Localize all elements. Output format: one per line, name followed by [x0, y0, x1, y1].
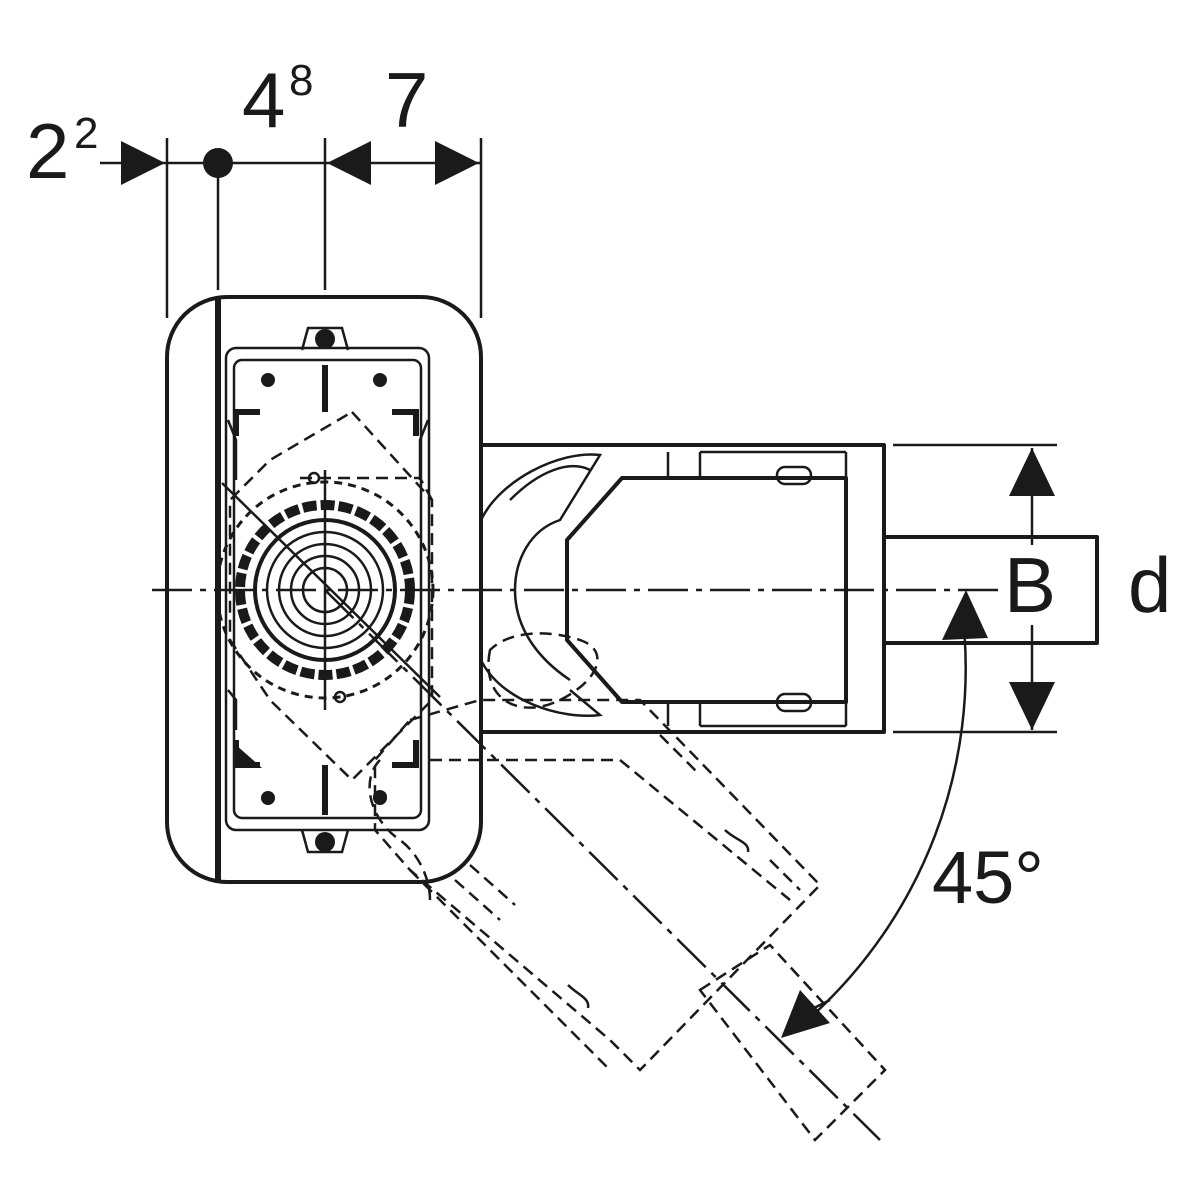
alt-pipe-dashed-inner-top [430, 758, 791, 901]
alt-pipe-clip-2 [567, 984, 590, 1009]
alt-pipe-joint-4 [769, 859, 801, 891]
bracket-tl [233, 409, 260, 436]
horizontal-pipe-unit [479, 443, 886, 734]
alt-pipe-dashed-body [373, 698, 822, 1072]
angle-arc [811, 617, 967, 1017]
dim-depth-label: 7 [385, 56, 428, 144]
dimension-dot [203, 148, 233, 178]
angle-arrow-top [942, 590, 988, 640]
diagonal-centerline [324, 589, 881, 1141]
angle-indicator [781, 590, 988, 1038]
arrow-depth-right [435, 141, 479, 185]
alternative-pipe-45 [368, 698, 887, 1142]
elbow-curve-top [479, 453, 603, 591]
alt-nozzle-dashed [698, 943, 887, 1142]
angle-arrow-bottom [781, 990, 830, 1038]
side-latch-right-top [418, 419, 430, 480]
corner-screw-tr [373, 373, 387, 387]
dim-B-label: B [1004, 541, 1056, 629]
alt-pipe-clip-1 [724, 829, 750, 853]
arrow-depth-left [327, 141, 371, 185]
alt-pipe-joint-1 [454, 879, 501, 921]
pipe-outer-body [479, 443, 886, 734]
round-outlet [215, 410, 435, 782]
alt-pipe-dashed-loop [368, 759, 432, 901]
top-tab [300, 326, 350, 351]
alt-pipe-dashed-inner-bottom [409, 869, 611, 1071]
elbow-dashed-oval [487, 632, 599, 709]
dim-center-offset-sup: 8 [289, 56, 313, 105]
elbow-curve-bottom [479, 659, 604, 717]
pipe-clip-top [775, 465, 813, 486]
dim-left-offset-sup: 2 [74, 109, 98, 158]
right-dimension-lines [893, 443, 1099, 734]
corner-screw-tl [261, 373, 275, 387]
top-screw [315, 329, 335, 349]
elbow-curve-bottom-2 [513, 589, 571, 682]
arrow-B-bottom [1009, 682, 1055, 730]
top-dimension-line [100, 138, 483, 318]
arrow-B-top [1009, 448, 1055, 496]
side-latch-left-top [226, 419, 238, 480]
dim-d-label: d [1128, 541, 1171, 629]
diagonal-axis-short [221, 482, 441, 698]
angle-label: 45° [932, 836, 1044, 919]
alt-pipe-joint-2 [469, 864, 516, 906]
corner-screw-bl [261, 791, 275, 805]
bottom-screw [315, 832, 335, 852]
elbow-curve-top-2 [509, 465, 591, 501]
angle-arrow-tick [789, 998, 831, 1022]
dim-left-offset-label: 2 [26, 107, 69, 195]
outlet-marker-bottom [333, 690, 347, 704]
dim-center-offset-label: 4 [242, 56, 285, 144]
side-latch-left-bottom [227, 689, 238, 730]
alt-pipe-screw [373, 790, 387, 804]
bracket-bl-fill [236, 745, 262, 768]
alt-pipe-joint-3 [659, 734, 701, 776]
bracket-tr [392, 409, 419, 436]
bracket-br [392, 740, 419, 768]
pipe-clip-bottom [775, 692, 813, 713]
arrow-left-offset [121, 141, 165, 185]
outlet-dashed-housing-top [300, 476, 434, 501]
